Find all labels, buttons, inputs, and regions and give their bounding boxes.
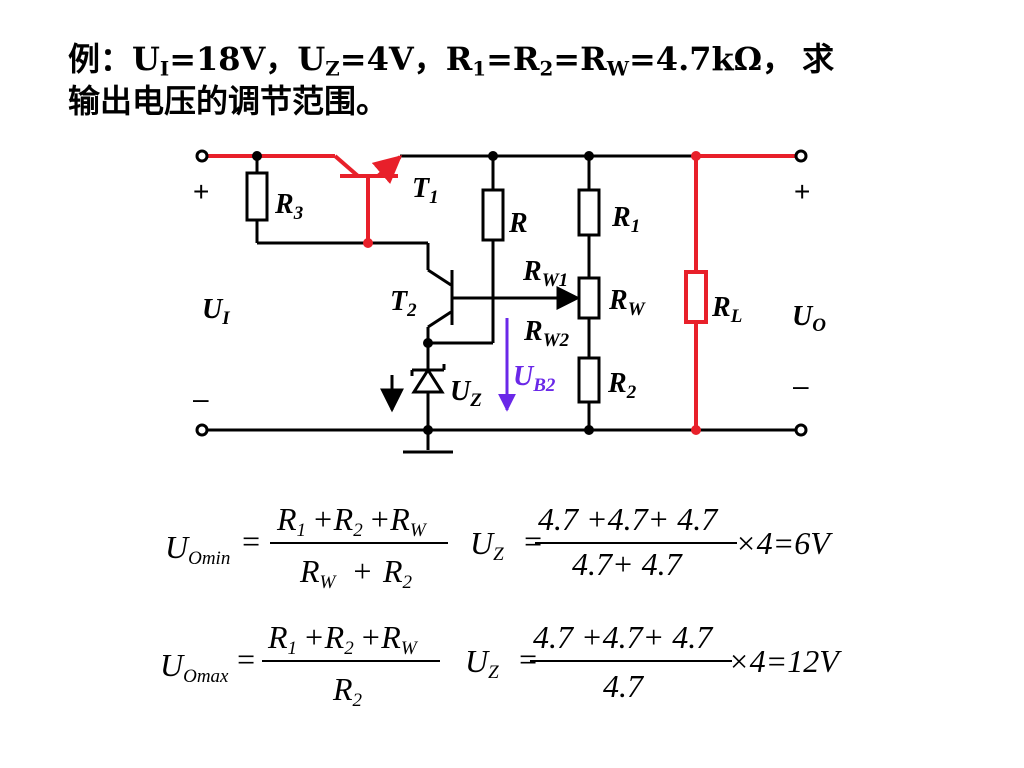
rl-label: RL (711, 292, 742, 327)
r1-symbol: R (445, 40, 473, 78)
resistor-rl (684, 270, 708, 324)
resistor-r3 (245, 171, 269, 222)
max-numerator-values: 4.7 +4.7+ 4.7 (533, 619, 714, 655)
problem-statement-line1: 例：UI=18V，UZ=4V，R1=R2=RW=4.7kΩ， 求 (68, 34, 834, 81)
output-plus-label: + (794, 176, 810, 207)
equals-sign: = (486, 40, 513, 78)
max-numerator: R1+R2+RW (267, 619, 419, 659)
input-plus-label: + (193, 176, 209, 207)
problem-suffix: 求 (802, 40, 835, 78)
t2-collector-diag (427, 268, 452, 287)
max-denominator-values: 4.7 (603, 668, 645, 704)
t2-label: T2 (390, 286, 417, 321)
rw-label: RW (608, 285, 646, 320)
min-result: ×4=6V (735, 525, 833, 561)
uz-value: =4V， (339, 40, 446, 78)
output-terminal-top (794, 149, 808, 163)
black-wiring (207, 154, 800, 454)
equals-sign: = (553, 40, 581, 78)
rw-value: =4.7kΩ， (628, 40, 795, 78)
problem-prefix: 例： (68, 40, 133, 78)
ui-symbol: U (132, 40, 160, 78)
resistor-r2 (577, 356, 601, 404)
output-minus-label: – (793, 370, 809, 401)
terminals (195, 149, 808, 437)
uz-symbol: U (297, 40, 326, 78)
junction-dot (488, 151, 498, 161)
min-numerator-values: 4.7 +4.7+ 4.7 (538, 501, 719, 537)
formula-max: UOmax = R1+R2+RW R2 UZ = 4.7 +4.7+ 4.7 4… (160, 619, 842, 711)
junction-dot (363, 238, 373, 248)
uz-symbol: UZ (465, 643, 499, 683)
min-denominator: RW+R2 (299, 553, 413, 593)
ui-subscript: I (159, 56, 170, 81)
ub2-label: UB2 (513, 361, 556, 396)
zener-diode-icon (410, 364, 446, 394)
rw1-label: RW1 (522, 256, 568, 291)
t1-label: T1 (412, 173, 439, 208)
input-terminal-bottom (195, 423, 209, 437)
equals-sign: = (240, 523, 262, 559)
equals-sign: = (522, 523, 544, 559)
t1-emitter-arrow (371, 155, 403, 185)
uz-symbol: UZ (470, 525, 504, 565)
ui-label: UI (202, 294, 230, 329)
uomin-label: UOmin (165, 529, 230, 569)
junction-dot (584, 151, 594, 161)
rw2-label: RW2 (523, 316, 570, 351)
junction-dot (691, 425, 701, 435)
uo-label: UO (792, 301, 826, 336)
uomax-label: UOmax (160, 647, 229, 687)
equals-sign: = (517, 641, 539, 677)
resistor-r1 (577, 188, 601, 237)
rw-subscript: W (606, 56, 629, 81)
ui-value: =18V， (169, 40, 298, 78)
r3-label: R3 (274, 189, 303, 224)
input-minus-label: – (193, 383, 209, 414)
output-terminal-bottom (794, 423, 808, 437)
r2-symbol: R (512, 40, 540, 78)
junction-dot (584, 425, 594, 435)
t1-collector-diag (333, 154, 360, 178)
junction-dot (252, 151, 262, 161)
r-label: R (508, 208, 528, 239)
max-result: ×4=12V (728, 643, 842, 679)
formula-min: UOmin = R1+R2+RW RW+R2 UZ = 4.7 +4.7+ 4.… (165, 501, 833, 593)
uz-label: UZ (450, 376, 482, 411)
uz-subscript: Z (325, 56, 340, 81)
min-numerator: R1+R2+RW (276, 501, 428, 541)
input-terminal-top (195, 149, 209, 163)
rw-symbol: R (580, 40, 607, 78)
problem-statement-line2: 输出电压的调节范围。 (68, 82, 389, 120)
max-denominator: R2 (332, 671, 363, 711)
resistor-r (481, 188, 505, 242)
junction-dot (691, 151, 701, 161)
potentiometer-rw (577, 276, 601, 320)
red-wiring (207, 154, 800, 430)
equals-sign: = (235, 641, 257, 677)
min-denominator-values: 4.7+ 4.7 (572, 546, 684, 582)
r1-label: R1 (611, 202, 640, 237)
junction-dots (252, 151, 701, 435)
r2-label: R2 (607, 368, 637, 403)
t2-emitter-diag (427, 310, 452, 329)
r1-subscript: 1 (472, 56, 487, 81)
r2-subscript: 2 (539, 56, 554, 81)
junction-dot (423, 425, 433, 435)
junction-dot (423, 338, 433, 348)
